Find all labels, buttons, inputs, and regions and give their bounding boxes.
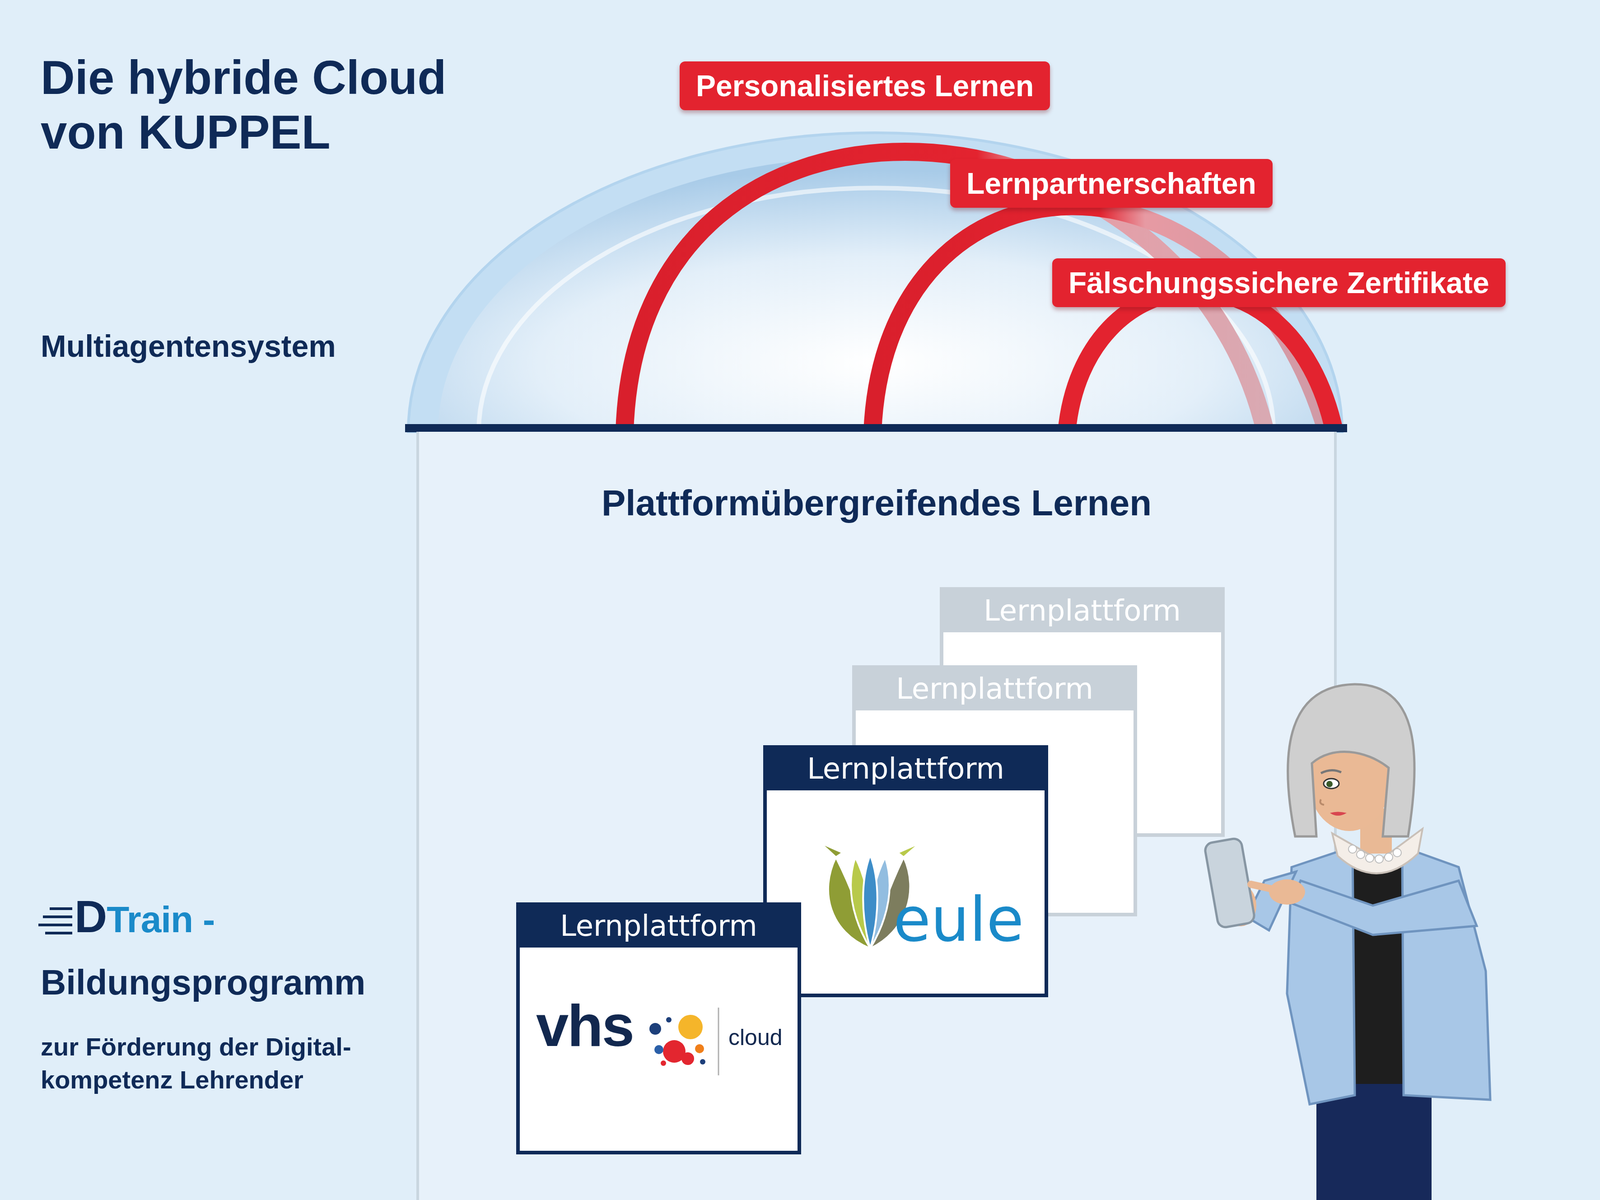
program-logo-text: DTrain - [74, 890, 215, 943]
dtrain-speed-lines [38, 908, 73, 933]
logo-dot [681, 1052, 695, 1065]
feature-tag: Personalisiertes Lernen [679, 61, 1050, 111]
platform-region: Plattformübergreifendes LernenLernplattf… [416, 431, 1337, 1200]
logo-dot [666, 1016, 672, 1023]
woman [1203, 684, 1491, 1200]
logo-dot [660, 1060, 667, 1066]
tag-text: Lernpartnerschaften [966, 166, 1257, 201]
system-label: Multiagentensystem [40, 328, 336, 364]
tag-text: Fälschungssichere Zertifikate [1068, 265, 1490, 300]
window-title: Lernplattform [943, 590, 1222, 633]
platform-window: Lernplattform eule [763, 745, 1049, 998]
logo-petal [820, 842, 843, 858]
logo-dot [678, 1014, 703, 1040]
window-title: Lernplattform [519, 905, 798, 948]
feature-tag: Lernpartnerschaften [950, 158, 1273, 208]
red-arch [1066, 290, 1335, 432]
logo-subtitle: cloud [728, 1024, 783, 1051]
program-label: Bildungsprogramm [40, 961, 366, 1003]
logo-dot [654, 1044, 664, 1055]
logo-petal [897, 842, 921, 858]
window-title: Lernplattform [855, 668, 1134, 711]
logo-wordmark: eule [893, 884, 1024, 956]
tag-text: Personalisiertes Lernen [695, 69, 1034, 103]
region-heading: Plattformübergreifendes Lernen [419, 482, 1335, 524]
window-title: Lernplattform [766, 748, 1045, 791]
program-description: zur Förderung der Digital- kompetenz Leh… [40, 1030, 439, 1097]
logo-wordmark: vhs [536, 991, 634, 1060]
feature-tag: Fälschungssichere Zertifikate [1052, 258, 1506, 308]
platform-window: Lernplattform vhs cloud [516, 902, 802, 1155]
logo-petal [862, 854, 878, 949]
logo-dot [695, 1044, 705, 1054]
logo-dot [699, 1058, 706, 1065]
logo-divider [718, 1007, 720, 1076]
logo-dot [649, 1022, 662, 1035]
dome-base-line [405, 424, 1348, 433]
title: Die hybride Cloud von KUPPEL [40, 50, 515, 160]
